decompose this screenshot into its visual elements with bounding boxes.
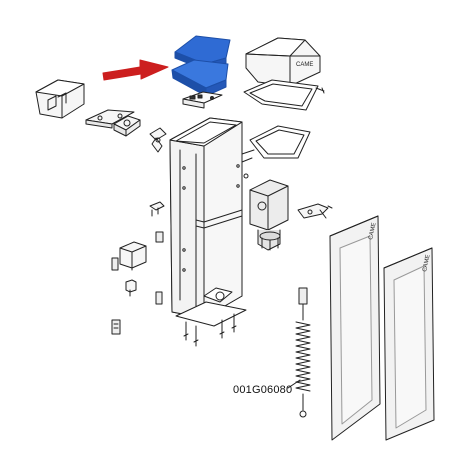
control-board: [182, 91, 223, 109]
balancing-spring: [295, 287, 311, 418]
brand-mark-cover: CAME: [296, 62, 313, 68]
bracket-plate: [85, 109, 135, 129]
brand-mark-panel-2: CAME: [422, 254, 431, 272]
left-small-parts: [111, 201, 165, 335]
top-cover: CAME: [245, 37, 321, 87]
callout-part-number: 001G06080: [233, 384, 293, 396]
base-plate: [175, 301, 247, 347]
gearmotor: [249, 179, 289, 251]
red-arrow-icon: [102, 59, 169, 81]
cover-gasket: [243, 79, 319, 111]
control-unit-highlighted[interactable]: [171, 35, 231, 97]
main-cabinet: [169, 117, 243, 319]
left-end-cap: [35, 79, 85, 119]
release-lever: [297, 203, 333, 219]
screw: [315, 87, 325, 94]
side-panel-left: CAME: [329, 215, 381, 441]
side-panel-right: CAME: [383, 247, 435, 441]
frame-gasket: [241, 125, 311, 179]
brand-mark-panel-1: CAME: [368, 222, 377, 240]
callout-leader: [287, 379, 301, 389]
cover-plate: [113, 115, 141, 137]
cross-bracket: [149, 127, 167, 153]
